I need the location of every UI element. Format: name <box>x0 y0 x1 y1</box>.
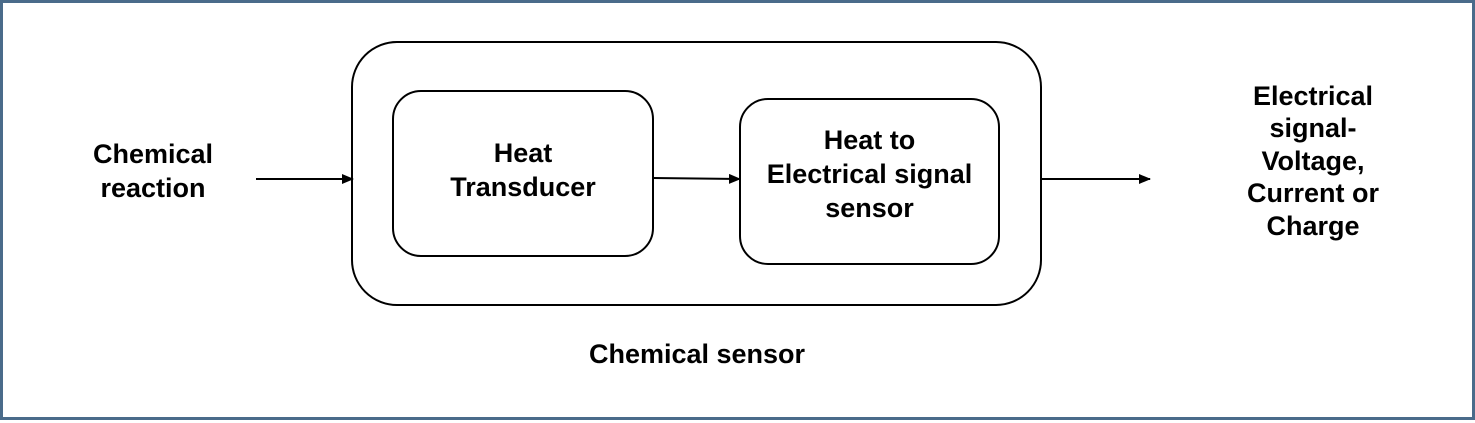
heat-transducer-box <box>392 90 654 257</box>
container-caption: Chemical sensor <box>588 339 806 369</box>
internal-arrow <box>652 173 741 184</box>
chemical-sensor-container <box>351 41 1042 306</box>
input-label: Chemical reaction <box>92 139 214 203</box>
heat-to-electrical-sensor-label: Heat to Electrical signal sensor <box>766 125 973 223</box>
diagram-canvas <box>256 41 1151 306</box>
heat-transducer-label: Heat Transducer <box>450 138 596 202</box>
output-label: Electrical signal- Voltage, Current or C… <box>1246 81 1379 241</box>
